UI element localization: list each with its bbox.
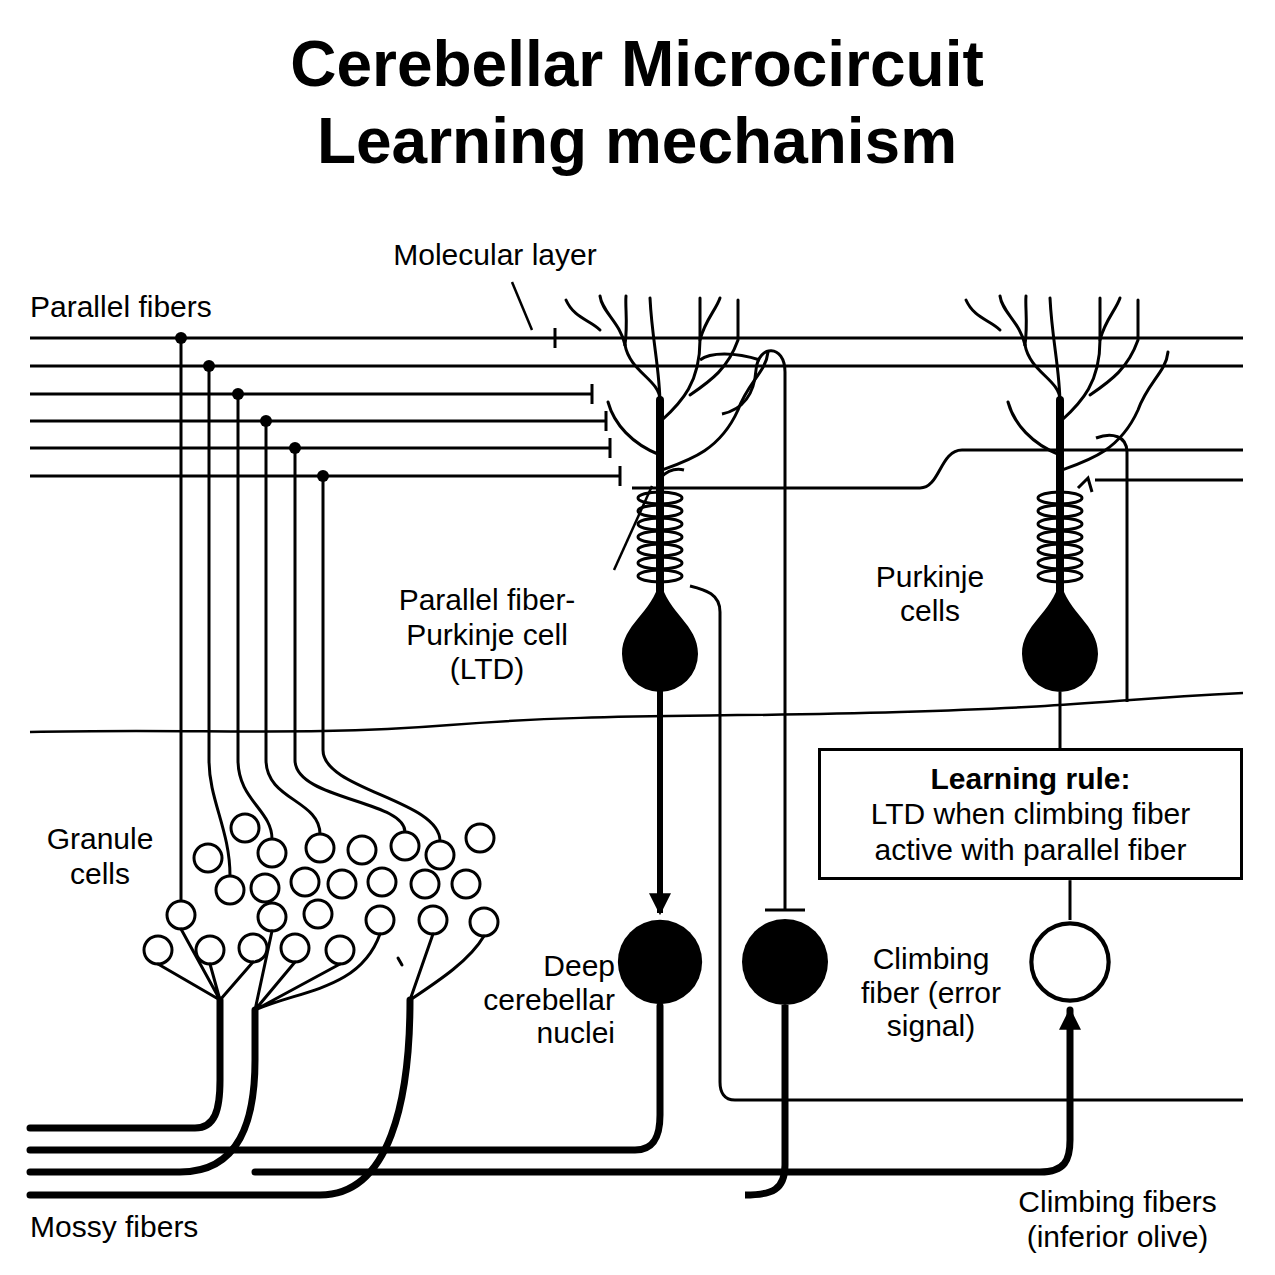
node-label: Climbing fiber (error signal) bbox=[856, 942, 1006, 1043]
coil-turn bbox=[638, 518, 682, 530]
granule-cell bbox=[411, 870, 439, 898]
coil-turn bbox=[1038, 518, 1082, 530]
climbing-fiber-cell: Climbing fiber (error signal) bbox=[1028, 920, 1112, 1004]
soma-outline bbox=[1022, 580, 1098, 692]
climbing-fiber-line bbox=[1096, 435, 1127, 702]
granule-cell bbox=[304, 900, 332, 928]
coil-turn bbox=[1038, 544, 1082, 556]
deep-nucleus-cell: Deep cerebellar nuclei bbox=[617, 919, 703, 1005]
coil-turn bbox=[638, 557, 682, 569]
part-label: Molecular layer bbox=[360, 238, 630, 273]
climbing-fiber-tendril bbox=[660, 354, 760, 478]
granule-cell bbox=[291, 868, 319, 896]
purkinje-dendrite-tree bbox=[566, 296, 768, 600]
coil-turn bbox=[1038, 492, 1082, 504]
granule-cell bbox=[328, 870, 356, 898]
leader-line bbox=[512, 282, 532, 330]
granule-cell bbox=[231, 814, 259, 842]
leader-line bbox=[614, 486, 652, 570]
granule-cell bbox=[251, 874, 279, 902]
granule-cell bbox=[470, 908, 498, 936]
part-label: Climbing fibers (inferior olive) bbox=[985, 1185, 1250, 1254]
granule-cell bbox=[326, 936, 354, 964]
climbing-fiber-cell-shape bbox=[1028, 920, 1112, 1004]
purkinje-soma: Purkinje cells bbox=[1020, 580, 1100, 692]
node-label: Deep cerebellar nuclei bbox=[455, 949, 615, 1050]
purkinje-dendrite-tree bbox=[966, 296, 1168, 600]
granule-cell bbox=[258, 839, 286, 867]
box-heading: Learning rule: bbox=[835, 761, 1226, 796]
coil-turn bbox=[1038, 557, 1082, 569]
connector-line bbox=[1059, 692, 1062, 748]
granule-cell bbox=[466, 824, 494, 852]
granule-cell bbox=[216, 876, 244, 904]
granule-cell bbox=[167, 901, 195, 929]
climbing-fiber-line bbox=[690, 586, 1243, 1100]
connector-line bbox=[1069, 880, 1072, 920]
part-label: Parallel fiber- Purkinje cell (LTD) bbox=[372, 583, 602, 687]
granule-cell bbox=[452, 870, 480, 898]
deep-nucleus-cell-shape bbox=[617, 919, 703, 1005]
coil-turn bbox=[638, 505, 682, 517]
granule-axons bbox=[181, 338, 440, 901]
granule-cell bbox=[258, 903, 286, 931]
coil-turn bbox=[1038, 505, 1082, 517]
nucleus-output-line bbox=[745, 1005, 785, 1195]
granule-cell bbox=[391, 832, 419, 860]
parallel-fiber-branch-dots bbox=[175, 332, 329, 482]
granule-cell bbox=[196, 936, 224, 964]
granule-cell bbox=[419, 906, 447, 934]
granule-cell bbox=[239, 934, 267, 962]
granule-cell bbox=[306, 834, 334, 862]
purkinje-inhibitory-line bbox=[722, 351, 805, 910]
cell-outline bbox=[1031, 923, 1108, 1000]
part-label: Parallel fibers bbox=[30, 290, 330, 325]
box-body: LTD when climbing fiber active with para… bbox=[835, 796, 1226, 867]
granule-cell bbox=[144, 936, 172, 964]
purkinje-soma-shape bbox=[1020, 580, 1100, 692]
granule-cell bbox=[368, 868, 396, 896]
cell-outline bbox=[618, 920, 702, 1004]
granule-cell bbox=[194, 844, 222, 872]
part-label: Mossy fibers bbox=[30, 1210, 330, 1245]
coil-turn bbox=[638, 544, 682, 556]
deep-nucleus-cell bbox=[742, 919, 828, 1005]
coil-turn bbox=[1038, 531, 1082, 543]
granule-cell bbox=[348, 836, 376, 864]
granule-cell bbox=[426, 841, 454, 869]
part-label: Granule cells bbox=[30, 822, 170, 891]
diagram-title: Cerebellar Microcircuit Learning mechani… bbox=[187, 26, 1087, 180]
mossy-fibers bbox=[30, 929, 1070, 1195]
granule-cell bbox=[366, 906, 394, 934]
granule-cell bbox=[281, 934, 309, 962]
purkinje-axon bbox=[657, 690, 663, 913]
climbing-fiber-tip bbox=[1078, 478, 1092, 492]
climbing-fiber-coils bbox=[638, 492, 1082, 582]
coil-turn bbox=[638, 531, 682, 543]
purkinje-soma bbox=[622, 580, 698, 692]
learning-rule-box: Learning rule:LTD when climbing fiber ac… bbox=[818, 748, 1243, 880]
node-label: Purkinje cells bbox=[860, 560, 1000, 627]
granule-cell-bodies bbox=[144, 814, 498, 964]
